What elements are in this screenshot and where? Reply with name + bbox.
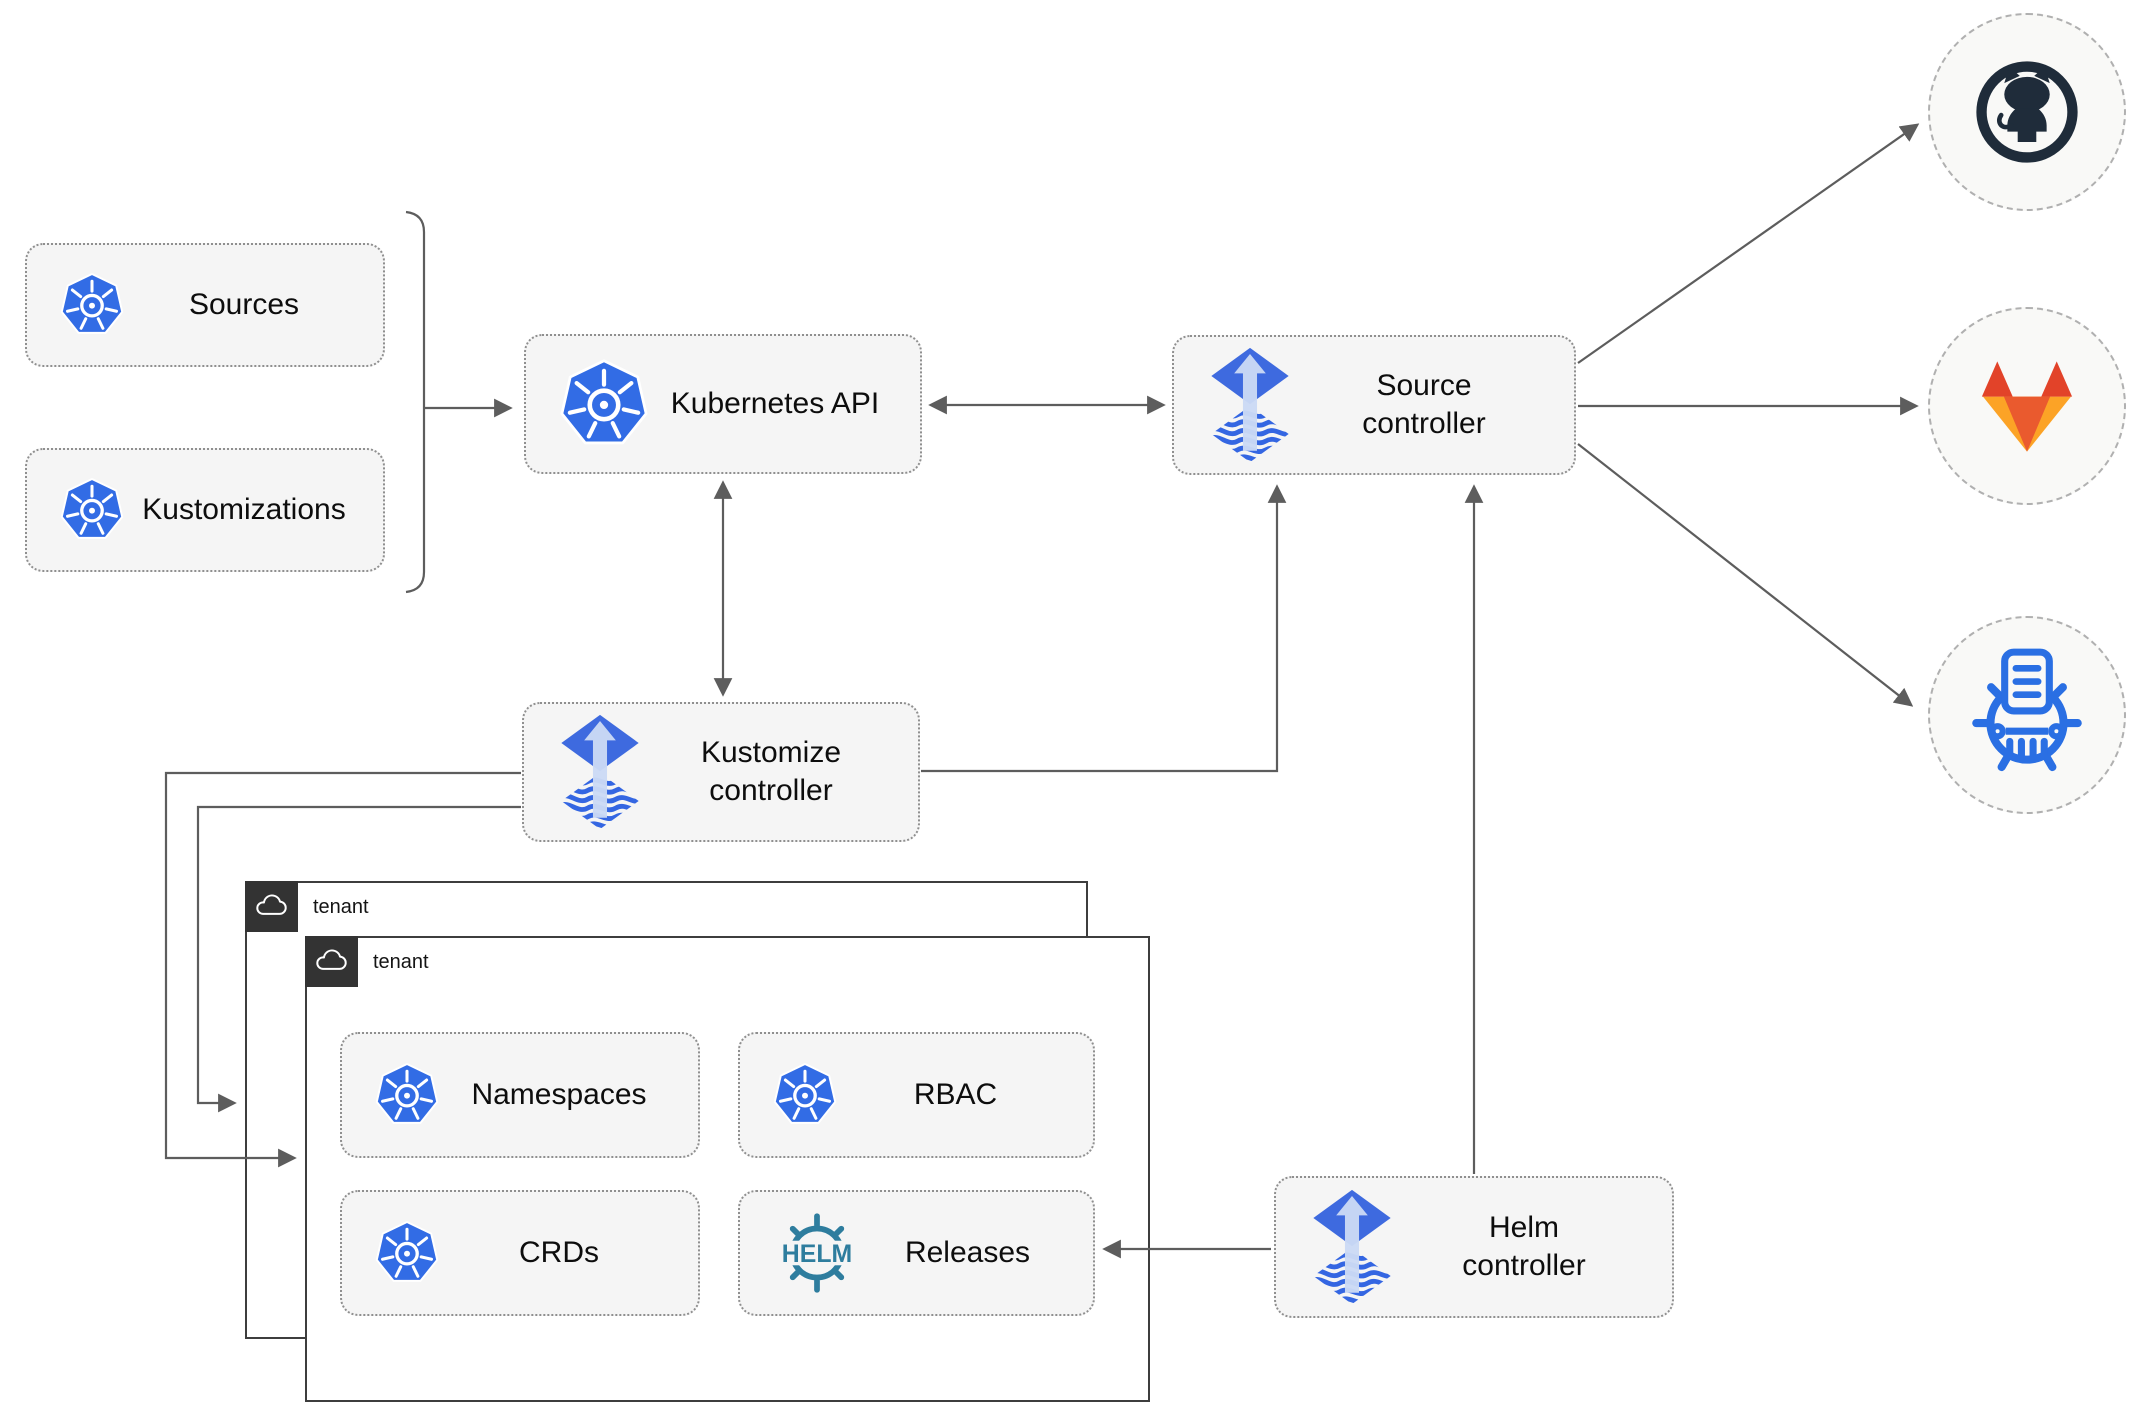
node-kustomize-controller: Kustomize controller [522,702,920,842]
tenant-header [244,880,298,932]
node-kubernetes-api: Kubernetes API [524,334,922,474]
kubernetes-icon [374,1062,440,1128]
node-crds: CRDs [340,1190,700,1316]
gitlab-icon [1972,357,2082,456]
edge-source-controller-to-github [1577,123,1920,364]
kubernetes-icon [558,358,650,450]
node-label: Releases [904,1235,1031,1269]
tenant-header [304,935,358,987]
brace-sources-kustomizations [405,210,426,594]
cloud-icon [253,893,289,920]
endpoint-github [1928,13,2126,211]
github-icon [1965,50,2089,174]
node-releases: Releases [738,1190,1095,1316]
kubernetes-icon [59,477,125,543]
cloud-icon [313,948,349,975]
node-label: Source controller [1362,368,1486,440]
edge-kustomize-controller-to-source-controller [921,484,1287,773]
node-label: Helm controller [1462,1210,1586,1282]
flux-icon [1206,347,1294,463]
node-helm-controller: Helm controller [1274,1176,1674,1318]
node-namespaces: Namespaces [340,1032,700,1158]
node-sources: Sources [25,243,385,367]
helm-icon [772,1212,862,1294]
node-label: RBAC [913,1077,998,1111]
node-label: Kustomize controller [700,735,842,807]
chart-repository-icon [1956,644,2098,786]
node-label: CRDs [519,1235,599,1269]
flux-icon [1308,1189,1396,1305]
node-kustomizations: Kustomizations [25,448,385,572]
flux-icon [556,714,644,830]
node-rbac: RBAC [738,1032,1095,1158]
node-label: Sources [188,287,300,321]
tenant-group-inner: tenant [304,935,1150,1402]
endpoint-gitlab [1928,307,2126,505]
endpoint-chart-repository [1928,616,2126,814]
tenant-label: tenant [313,895,369,918]
kubernetes-icon [59,272,125,338]
node-label: Namespaces [471,1077,647,1111]
node-source-controller: Source controller [1172,335,1576,475]
tenant-label: tenant [373,950,429,973]
node-label: Kubernetes API [670,386,880,420]
node-label: Kustomizations [142,492,346,526]
edge-source-controller-to-chart-repository [1577,443,1914,707]
kubernetes-icon [374,1220,440,1286]
kubernetes-icon [772,1062,838,1128]
